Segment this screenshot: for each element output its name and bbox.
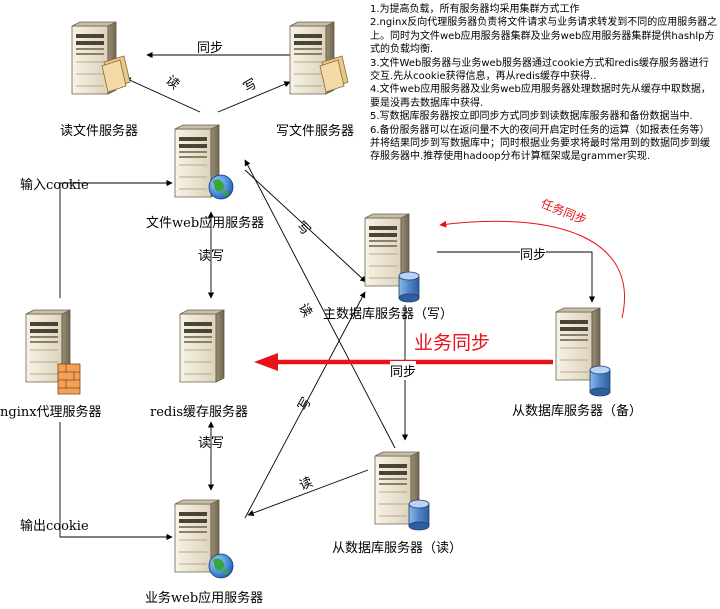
redis-cache-server-label: redis缓存服务器: [150, 405, 249, 420]
edge-read-file: [124, 77, 201, 113]
business-web-server-label: 业务web应用服务器: [145, 591, 264, 606]
edge-task-sync: [439, 220, 625, 319]
note-item: 5.写数据库服务器按立即同步方式同步到读数据库服务器和备份数据当中.: [370, 111, 693, 123]
notes-panel: 1.为提高负载，所有服务器均采用集群方式工作 2.nginx反向代理服务器负责将…: [370, 3, 718, 164]
business-web-server: [174, 499, 234, 579]
folder-icon: [319, 55, 349, 93]
edge-label-rw-upper: 读写: [198, 249, 225, 264]
edge-label-input-cookie: 输入cookie: [20, 178, 89, 193]
edge-label-sync-master-backup: 同步: [520, 244, 547, 263]
read-slave-db-server-label: 从数据库服务器（读）: [332, 541, 463, 556]
database-cylinder-icon: [408, 499, 430, 531]
master-db-server-label: 主数据库服务器（写）: [323, 307, 454, 322]
biz-sync-arrowhead: [254, 353, 278, 371]
backup-slave-db-server: [555, 307, 611, 397]
edge-write-low: [244, 291, 366, 519]
file-web-server: [174, 124, 234, 200]
folder-icon: [101, 55, 131, 93]
note-item: 2.nginx反向代理服务器负责将文件请求与业务请求转发到不同的应用服务器之上。…: [370, 17, 718, 56]
note-item: 6.备份服务器可以在返问量不大的夜间开启定时任务的运算（如报表任务等）并将结果同…: [370, 124, 710, 163]
note-item: 1.为提高负载，所有服务器均采用集群方式工作: [370, 4, 580, 15]
note-item: 3.文件Web服务器与业务web服务器通过cookie方式和redis缓存服务器…: [370, 57, 709, 83]
edge-output-cookie: [59, 422, 173, 541]
write-file-server: [289, 21, 349, 95]
edge-label-sync-master-read: 同步: [390, 361, 417, 380]
read-file-server-label: 读文件服务器: [60, 124, 139, 139]
firewall-brick-icon: [57, 363, 81, 395]
write-file-server-label: 写文件服务器: [276, 124, 355, 139]
edge-write-mid: [244, 169, 367, 283]
read-slave-db-server: [374, 451, 430, 531]
edge-input-cookie: [59, 179, 173, 298]
edge-label-biz-sync: 业务同步: [414, 332, 491, 354]
nginx-proxy-server: [25, 309, 81, 395]
backup-slave-db-server-label: 从数据库服务器（备）: [512, 404, 643, 419]
database-cylinder-icon: [398, 271, 420, 303]
note-item: 4.文件web应用服务器及业务web应用服务器处理数据时先从缓存中取数据，要是没…: [370, 84, 711, 109]
globe-icon: [208, 174, 234, 200]
edge-label-rw-lower: 读写: [198, 436, 225, 451]
server-tower-icon: [179, 309, 225, 383]
edge-read-mid: [244, 159, 396, 449]
read-file-server: [71, 21, 131, 95]
master-db-server: [364, 213, 420, 303]
edge-write-file: [217, 81, 291, 113]
database-cylinder-icon: [589, 365, 611, 397]
edge-sync-master-backup: [437, 251, 596, 303]
edge-label-output-cookie: 输出cookie: [20, 519, 89, 534]
nginx-proxy-server-label: nginx代理服务器: [0, 405, 102, 420]
globe-icon: [208, 553, 234, 579]
edge-read-low: [247, 469, 369, 516]
file-web-server-label: 文件web应用服务器: [146, 216, 265, 231]
redis-cache-server: [179, 309, 225, 383]
edge-label-sync-top: 同步: [197, 41, 224, 56]
